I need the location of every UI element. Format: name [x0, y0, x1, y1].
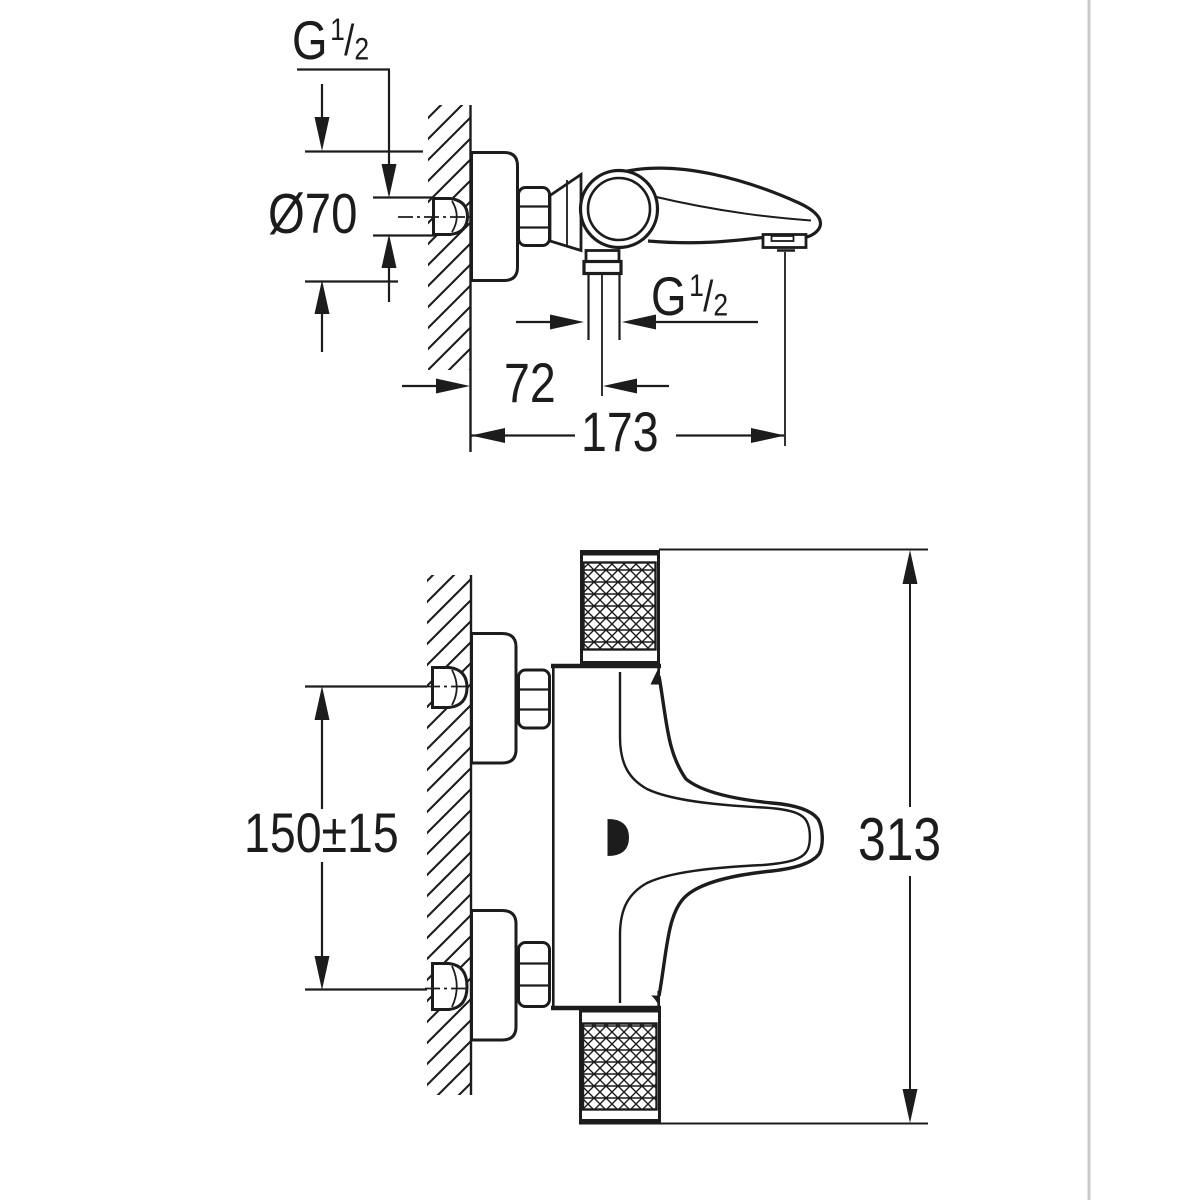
upper-escutcheon	[470, 632, 518, 765]
dim-thread-spout	[516, 314, 758, 330]
thread-denominator: 2	[713, 286, 729, 323]
thread-letter: G	[292, 9, 328, 71]
escutcheon-top-view	[470, 151, 519, 282]
dim-72	[402, 378, 669, 394]
thread-denominator: 2	[354, 30, 370, 67]
overall-height-label: 313	[858, 806, 942, 873]
inlet-center-distance-label: 150±15	[244, 801, 399, 864]
thread-size-label-top: G1/2	[292, 13, 369, 68]
thread-slash: /	[703, 271, 714, 321]
dim-150	[305, 685, 427, 991]
spout-top-view	[624, 166, 823, 252]
thread-size-label-spout: G1/2	[651, 269, 728, 324]
mixer-body	[551, 663, 661, 1011]
lower-union-nut	[517, 941, 551, 1008]
spout-outlet-front-view	[607, 819, 629, 856]
upper-inlet-nut	[425, 666, 470, 709]
wall-to-spout-outlet-label: 173	[581, 400, 659, 463]
upper-union-nut	[517, 668, 551, 730]
dim-313	[659, 548, 928, 1125]
thread-letter: G	[651, 265, 687, 327]
thread-numerator: 1	[689, 266, 704, 303]
union-nut-top-view	[517, 186, 551, 247]
top-handle-knurled	[580, 550, 660, 664]
thermostat-dome-circle	[578, 168, 660, 250]
wall-hatching-bottom-view	[427, 575, 473, 1095]
dim-thread-top	[297, 68, 434, 352]
wall-to-shower-outlet-label: 72	[504, 351, 556, 414]
top-view-side	[297, 68, 823, 452]
dim-173	[471, 252, 786, 446]
thread-numerator: 1	[330, 10, 345, 47]
lower-escutcheon	[470, 909, 518, 1042]
bottom-handle-knurled	[579, 1009, 661, 1125]
flow-mark-bottom	[651, 995, 660, 1007]
bottom-view-front	[305, 548, 928, 1125]
inlet-nut-top-view	[398, 197, 470, 236]
wall-hatching-top-view	[428, 105, 472, 452]
cone-connector-top-view	[548, 171, 583, 253]
escutcheon-diameter-label: Ø70	[268, 182, 358, 246]
thread-slash: /	[344, 15, 355, 65]
lower-inlet-nut	[425, 962, 470, 1011]
shower-outlet-pipe	[582, 249, 623, 396]
spout-front-view	[607, 666, 824, 1007]
flow-mark-top	[650, 666, 660, 685]
